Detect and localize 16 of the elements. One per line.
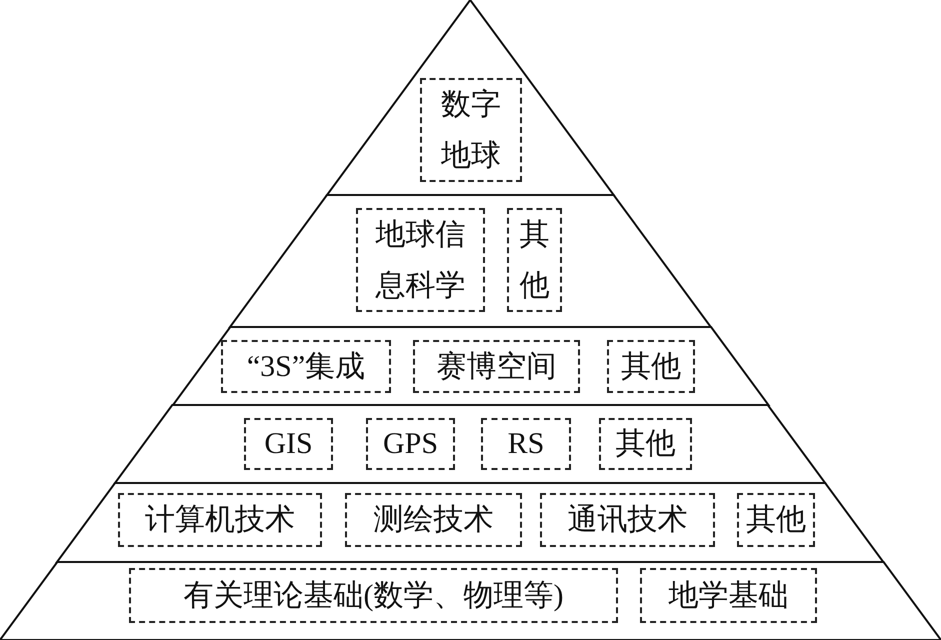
- label-box: 地球信息科学: [356, 208, 485, 312]
- label-box: “3S”集成: [221, 340, 391, 393]
- label-box: RS: [481, 418, 571, 470]
- label-box: 赛博空间: [413, 340, 580, 393]
- label-box: 有关理论基础(数学、物理等): [129, 568, 618, 623]
- label-box: 测绘技术: [345, 493, 522, 547]
- label-box: 其他: [507, 208, 562, 312]
- label-box: 其他: [599, 418, 692, 470]
- label-box: 地学基础: [640, 568, 817, 623]
- label-box: 其他: [607, 340, 695, 393]
- label-box: 计算机技术: [118, 493, 322, 547]
- label-box: 通讯技术: [540, 493, 715, 547]
- label-box: 其他: [737, 493, 815, 547]
- label-box: GPS: [366, 418, 455, 470]
- label-box: GIS: [244, 418, 333, 470]
- label-box: 数字地球: [420, 78, 522, 182]
